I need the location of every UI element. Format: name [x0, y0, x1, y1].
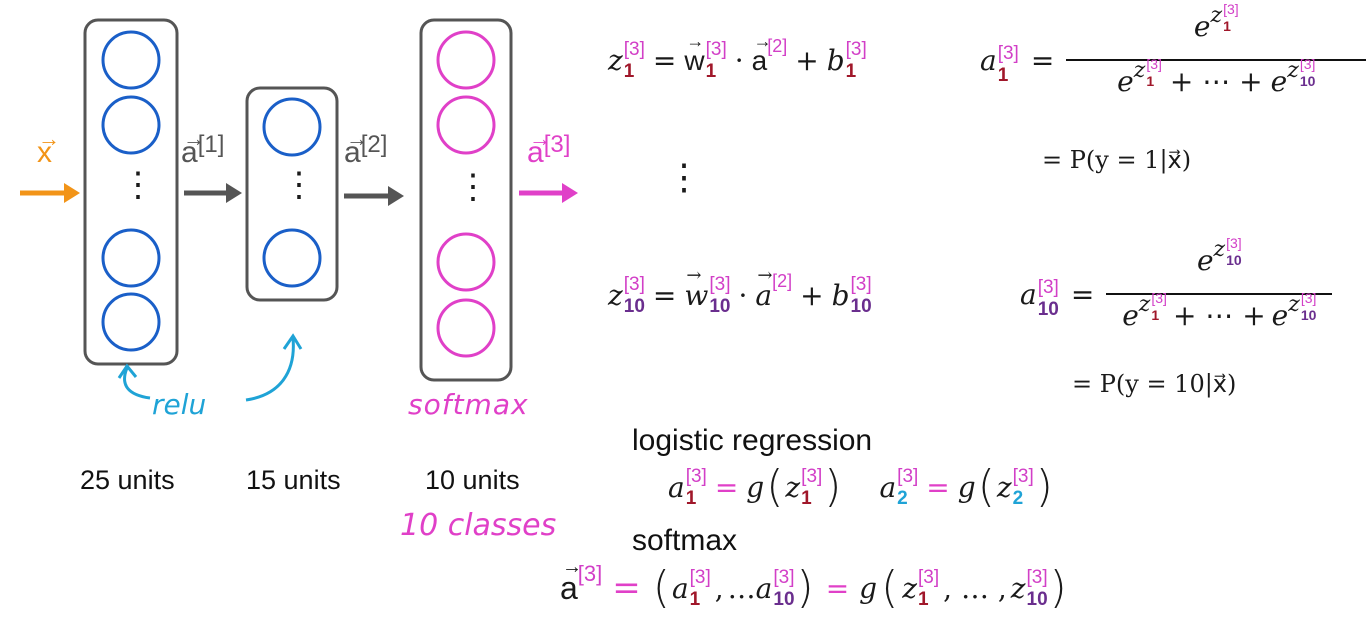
logistic-equations: a[3]1 = g (z[3]1) a[3]2 = g (z[3]2) [668, 461, 1053, 512]
input-arrow [20, 183, 80, 203]
layer2-vdots: ⋮ [282, 165, 316, 205]
arrow-2-3 [344, 186, 404, 206]
classes-label: 10 classes [400, 508, 557, 543]
activation2-label: →a[2] [344, 126, 388, 169]
layer3-vdots: ⋮ [456, 167, 490, 207]
softmax-vector-equation: →a[3] = ( a[3]1 ,… a[3]10 ) = g ( z[3]1 … [560, 555, 1067, 613]
layer1-units: 25 units [80, 465, 175, 495]
neuron [101, 292, 161, 352]
activation1-label: →a[1] [181, 126, 225, 169]
layer1-vdots: ⋮ [121, 165, 155, 205]
z1-equation: z[3]1 = →w[3]1 · →a[2] + b[3]1 [608, 30, 867, 82]
relu-arrow-left [117, 363, 151, 400]
output-arrow [519, 183, 578, 203]
layer2-box [245, 86, 339, 302]
neuron [436, 232, 496, 292]
layer2-units: 15 units [246, 465, 341, 495]
equation-vdots: ⋮ [666, 157, 702, 198]
neuron [262, 97, 322, 157]
layer1-box [83, 18, 179, 366]
neuron [262, 228, 322, 288]
logistic-regression-heading: logistic regression [632, 424, 873, 457]
neuron [436, 30, 496, 90]
a1-softmax-equation: a[3]1 = ez[3]1 ez[3]1+ ⋯ +ez[3]10 [980, 2, 1366, 110]
input-label: →x [37, 126, 60, 169]
a10-softmax-equation: a[3]10 = ez[3]10 ez[3]1+ ⋯ +ez[3]10 [1020, 236, 1333, 344]
arrow-1-2 [184, 183, 242, 203]
neuron [436, 95, 496, 155]
layer3-box [419, 18, 513, 382]
relu-label: relu [152, 388, 207, 421]
softmax-heading: softmax [632, 524, 738, 557]
layer3-units: 10 units [425, 465, 520, 495]
relu-arrow-right [245, 333, 303, 402]
z10-equation: z[3]10 = →w[3]10 · →a[2] + b[3]10 [608, 265, 872, 317]
neuron [101, 228, 161, 288]
p10-label: = P(y = 10|x⃗) [1072, 370, 1237, 398]
neuron [101, 30, 161, 90]
neuron [101, 95, 161, 155]
activation3-label: →a[3] [527, 126, 571, 169]
softmax-label: softmax [408, 388, 529, 421]
neuron [436, 298, 496, 358]
p1-label: = P(y = 1|x⃗) [1042, 146, 1192, 174]
